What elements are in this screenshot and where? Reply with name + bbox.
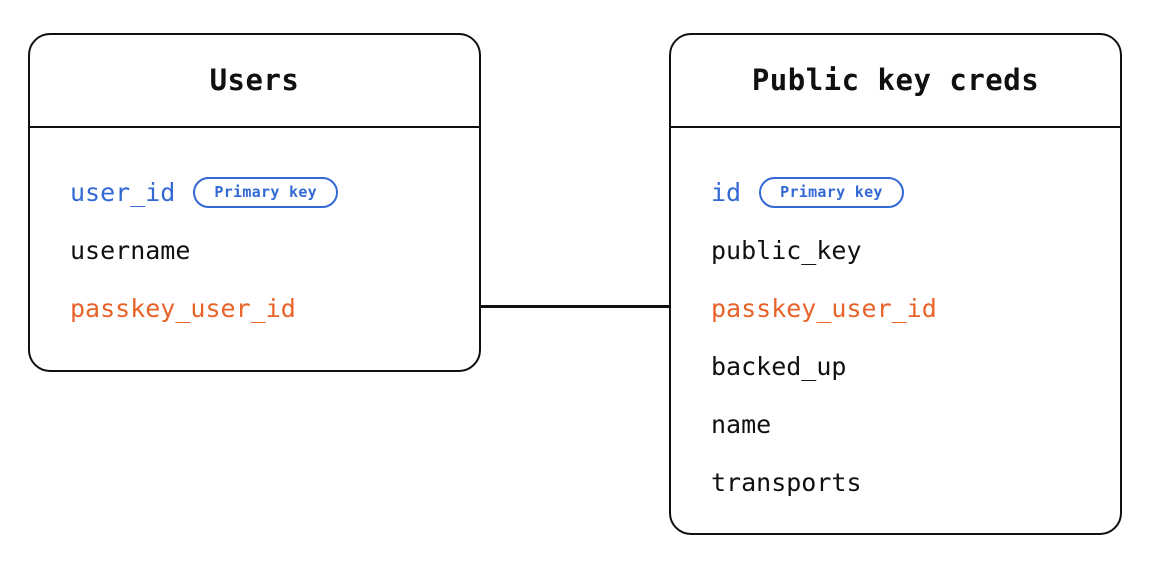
entity-public-key-creds-header: Public key creds (671, 35, 1120, 128)
field-name-passkey-user-id: passkey_user_id (711, 293, 937, 323)
field-name-backed-up: backed_up (711, 351, 847, 381)
entity-public-key-creds[interactable]: Public key creds id Primary key public_k… (669, 33, 1122, 535)
primary-key-badge: Primary key (193, 176, 338, 208)
field-row[interactable]: user_id Primary key (70, 163, 479, 221)
entity-users-title: Users (209, 63, 300, 97)
primary-key-badge-label: Primary key (780, 182, 883, 201)
field-row[interactable]: passkey_user_id (70, 279, 479, 337)
field-name-passkey-user-id: passkey_user_id (70, 293, 296, 323)
field-name-name: name (711, 409, 772, 439)
field-name-user-id: user_id (70, 177, 176, 207)
field-row[interactable]: backed_up (711, 337, 1120, 395)
entity-users-field-list: user_id Primary key username passkey_use… (30, 130, 479, 337)
field-row[interactable]: public_key (711, 221, 1120, 279)
entity-public-key-creds-title: Public key creds (751, 63, 1040, 97)
field-name-transports: transports (711, 467, 862, 497)
relationship-connector-line (479, 305, 671, 308)
entity-users[interactable]: Users user_id Primary key username passk… (28, 33, 481, 372)
field-row[interactable]: id Primary key (711, 163, 1120, 221)
primary-key-badge: Primary key (759, 176, 904, 208)
field-name-id: id (711, 177, 742, 207)
field-name-public-key: public_key (711, 235, 862, 265)
field-row[interactable]: transports (711, 453, 1120, 511)
field-row[interactable]: name (711, 395, 1120, 453)
entity-users-header: Users (30, 35, 479, 128)
field-name-username: username (70, 235, 191, 265)
primary-key-badge-label: Primary key (214, 182, 317, 201)
field-row[interactable]: username (70, 221, 479, 279)
field-row[interactable]: passkey_user_id (711, 279, 1120, 337)
entity-public-key-creds-field-list: id Primary key public_key passkey_user_i… (671, 130, 1120, 511)
